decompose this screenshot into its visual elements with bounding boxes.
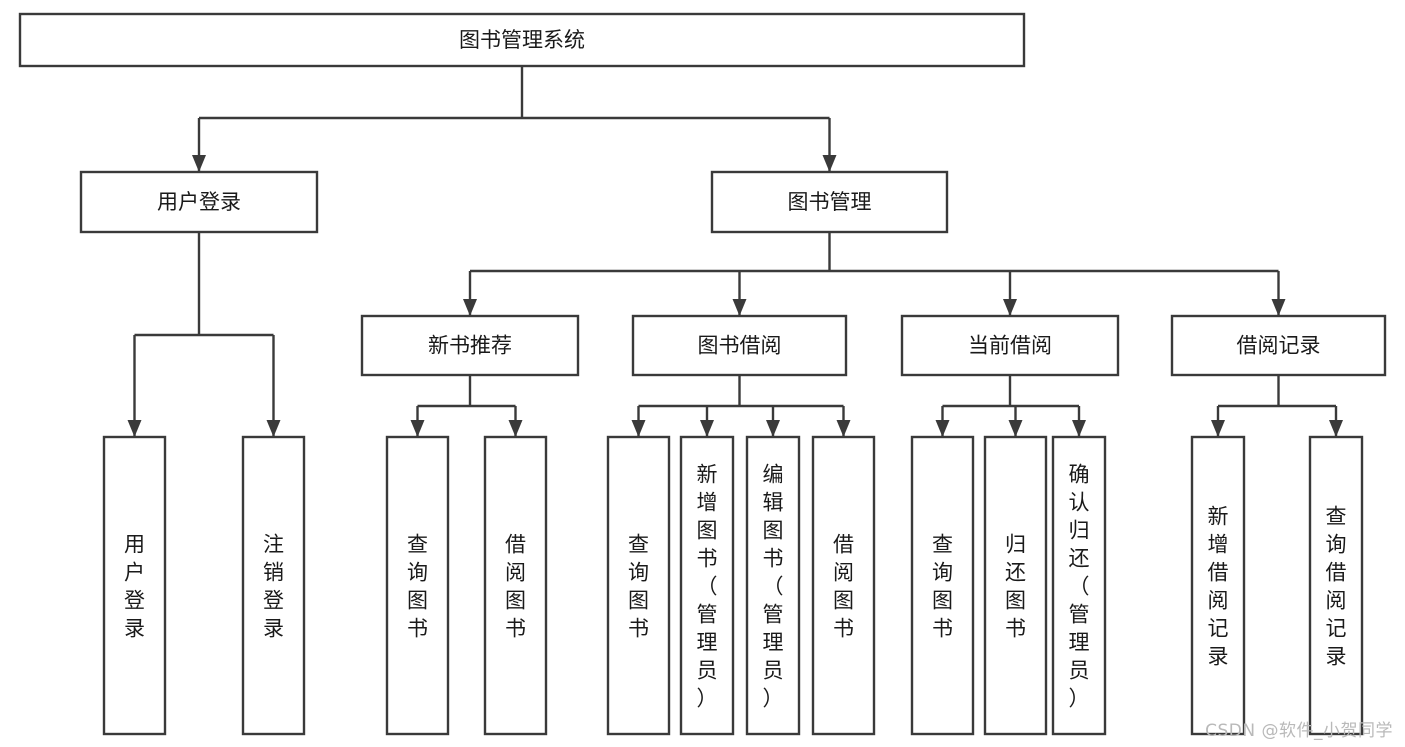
edge-group-当前借阅: [935, 375, 1086, 437]
edge-group-用户登录: [127, 232, 281, 437]
node-label: 借阅图书: [833, 532, 854, 640]
arrow-head-icon: [1211, 420, 1225, 437]
arrow-head-icon: [192, 155, 206, 172]
arrow-head-icon: [766, 420, 780, 437]
node-box: [900, 314, 1120, 377]
arrow-head-icon: [463, 299, 477, 316]
node-level3-图书借阅[interactable]: 图书借阅: [631, 314, 848, 377]
node-box: [811, 435, 876, 736]
arrow-head-icon: [1271, 299, 1286, 316]
arrow-head-icon: [1329, 420, 1343, 437]
edge-group-借阅记录: [1211, 375, 1343, 437]
node-box: [710, 170, 949, 234]
arrow-head-icon: [127, 420, 142, 437]
arrow-head-icon: [1008, 420, 1023, 437]
node-label: 查询图书: [628, 532, 649, 640]
arrow-head-icon: [631, 420, 646, 437]
node-label: 新增借阅记录: [1208, 504, 1229, 668]
node-box: [1051, 435, 1107, 736]
arrow-head-icon: [732, 299, 747, 316]
node-box: [102, 435, 167, 736]
arrow-head-icon: [822, 155, 837, 172]
node-label: 查询借阅记录: [1326, 504, 1347, 668]
node-label: 查询图书: [932, 532, 953, 640]
node-level3-当前借阅[interactable]: 当前借阅: [900, 314, 1120, 377]
node-box: [385, 435, 450, 736]
node-box: [241, 435, 306, 736]
node-label: 新增图书（管理员）: [697, 462, 718, 710]
node-label: 借阅记录: [1237, 334, 1321, 358]
node-label: 编辑图书（管理员）: [763, 462, 784, 710]
node-root-图书管理系统[interactable]: 图书管理系统: [18, 12, 1026, 68]
node-leaf-查询图书[interactable]: 查询图书: [606, 435, 671, 736]
arrow-head-icon: [935, 420, 950, 437]
node-label: 图书借阅: [698, 334, 782, 358]
node-level2-用户登录[interactable]: 用户登录: [79, 170, 319, 234]
node-box: [483, 435, 548, 736]
edge-group-图书管理系统: [192, 66, 837, 172]
node-leaf-借阅图书[interactable]: 借阅图书: [811, 435, 876, 736]
node-leaf-借阅图书[interactable]: 借阅图书: [483, 435, 548, 736]
node-leaf-用户登录[interactable]: 用户登录: [102, 435, 167, 736]
arrow-head-icon: [266, 420, 281, 437]
node-label: 归还图书: [1005, 532, 1026, 640]
node-leaf-新增图书管理员[interactable]: 新增图书（管理员）: [679, 435, 735, 736]
node-label: 当前借阅: [968, 334, 1052, 358]
node-box: [1170, 314, 1387, 377]
node-label: 图书管理系统: [459, 28, 585, 52]
node-box: [983, 435, 1048, 736]
node-level3-借阅记录[interactable]: 借阅记录: [1170, 314, 1387, 377]
node-label: 借阅图书: [505, 532, 526, 640]
node-box: [745, 435, 801, 736]
arrow-head-icon: [1072, 420, 1086, 437]
node-leaf-编辑图书管理员[interactable]: 编辑图书（管理员）: [745, 435, 801, 736]
arrow-head-icon: [410, 420, 425, 437]
node-label: 查询图书: [407, 532, 428, 640]
node-leaf-查询图书[interactable]: 查询图书: [385, 435, 450, 736]
watermark-label: CSDN @软件_小贺同学: [1205, 721, 1393, 741]
node-leaf-查询图书[interactable]: 查询图书: [910, 435, 975, 736]
node-level3-新书推荐[interactable]: 新书推荐: [360, 314, 580, 377]
node-label: 用户登录: [124, 532, 145, 640]
edge-group-图书借阅: [631, 375, 851, 437]
node-level2-图书管理[interactable]: 图书管理: [710, 170, 949, 234]
node-leaf-新增借阅记录[interactable]: 新增借阅记录: [1190, 435, 1246, 736]
node-label: 注销登录: [263, 532, 284, 640]
node-box: [910, 435, 975, 736]
node-layer: 图书管理系统用户登录图书管理新书推荐图书借阅当前借阅借阅记录用户登录注销登录查询…: [18, 12, 1387, 736]
node-box: [360, 314, 580, 377]
node-box: [606, 435, 671, 736]
arrow-head-icon: [700, 420, 714, 437]
node-label: 新书推荐: [428, 334, 512, 358]
node-box: [631, 314, 848, 377]
node-box: [1308, 435, 1364, 736]
node-leaf-归还图书[interactable]: 归还图书: [983, 435, 1048, 736]
node-box: [18, 12, 1026, 68]
node-box: [79, 170, 319, 234]
arrow-head-icon: [1003, 299, 1017, 316]
edge-group-新书推荐: [410, 375, 523, 437]
node-label: 用户登录: [157, 190, 241, 214]
connector-layer: [127, 66, 1343, 437]
node-label: 确认归还（管理员）: [1069, 462, 1090, 710]
node-leaf-确认归还管理员[interactable]: 确认归还（管理员）: [1051, 435, 1107, 736]
node-label: 图书管理: [788, 190, 872, 214]
node-box: [679, 435, 735, 736]
arrow-head-icon: [836, 420, 851, 437]
node-box: [1190, 435, 1246, 736]
node-leaf-注销登录[interactable]: 注销登录: [241, 435, 306, 736]
edge-group-图书管理: [463, 232, 1286, 316]
arrow-head-icon: [508, 420, 523, 437]
node-leaf-查询借阅记录[interactable]: 查询借阅记录: [1308, 435, 1364, 736]
